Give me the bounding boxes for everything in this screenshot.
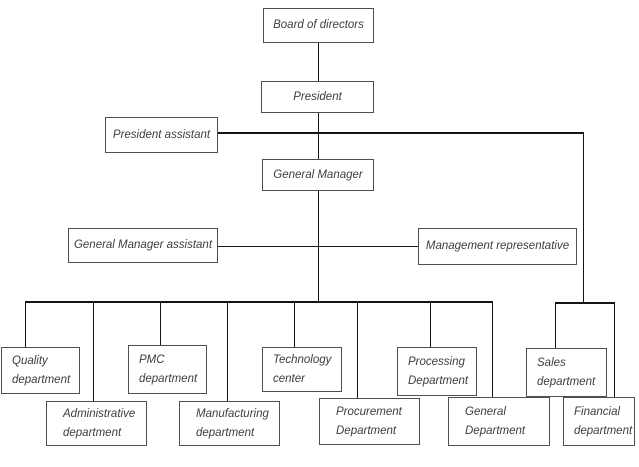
node-quality-department: Quality department [1,347,80,394]
connector-board-to-president [318,43,319,81]
node-procurement-department: Procurement Department [319,398,420,445]
drop-pmc [160,302,161,346]
node-label: Board of directors [273,19,364,31]
drop-quality [25,302,26,348]
drop-processing [430,302,431,348]
node-label-line1: PMC [139,353,165,366]
node-label-line2: department [574,424,633,437]
drop-general [492,302,493,397]
node-technology-center: Technology center [262,347,342,392]
node-label-line1: Sales [537,356,566,369]
drop-manufacturing [227,302,228,401]
drop-financial [614,303,615,397]
node-president-assistant: President assistant [105,117,218,153]
connector-president-assistant-line [218,132,584,134]
node-label: President assistant [112,128,211,141]
connector-president-to-gm [318,113,319,159]
connector-gm-trunk [318,191,319,303]
node-label-line1: Procurement [336,405,402,418]
connector-right-feed-vertical [583,132,584,303]
node-sales-department: Sales department [526,348,607,397]
node-label: Management representative [425,240,570,252]
node-label-line2: department [196,426,255,439]
node-label-line2: department [63,426,122,439]
node-label: General Manager assistant [73,239,213,251]
node-label-line2: Department [465,424,526,437]
node-label-line1: Manufacturing [196,407,269,420]
drop-procurement [357,302,358,398]
node-management-representative: Management representative [418,228,577,265]
node-label-line1: Processing [408,355,465,368]
node-label-line2: Department [408,374,469,387]
node-label-line1: Technology [273,353,332,366]
node-board-of-directors: Board of directors [263,8,374,43]
drop-administrative [93,302,94,401]
node-label-line2: center [273,372,305,385]
connector-gma-to-mgmt-rep [218,246,418,247]
node-label-line2: department [12,373,71,386]
node-general-department: General Department [448,397,550,446]
right-bus-line [555,302,615,304]
drop-sales [555,303,556,348]
node-label: President [293,90,342,103]
node-financial-department: Financial department [563,397,635,446]
node-pmc-department: PMC department [128,345,207,394]
drop-technology [294,302,295,348]
node-label-line2: Department [336,424,397,437]
node-manufacturing-department: Manufacturing department [179,401,280,446]
department-bus-line [25,301,493,303]
node-label-line1: General [465,405,506,418]
node-label-line1: Financial [574,405,621,418]
node-general-manager-assistant: General Manager assistant [68,228,218,263]
node-label-line1: Administrative [63,407,136,420]
node-label: General Manager [273,168,363,181]
node-label-line2: department [139,372,198,385]
node-processing-department: Processing Department [397,347,477,396]
node-label-line1: Quality [12,354,48,367]
node-label-line2: department [537,375,596,388]
node-administrative-department: Administrative department [46,401,147,446]
node-president: President [261,81,374,113]
node-general-manager: General Manager [262,159,374,191]
